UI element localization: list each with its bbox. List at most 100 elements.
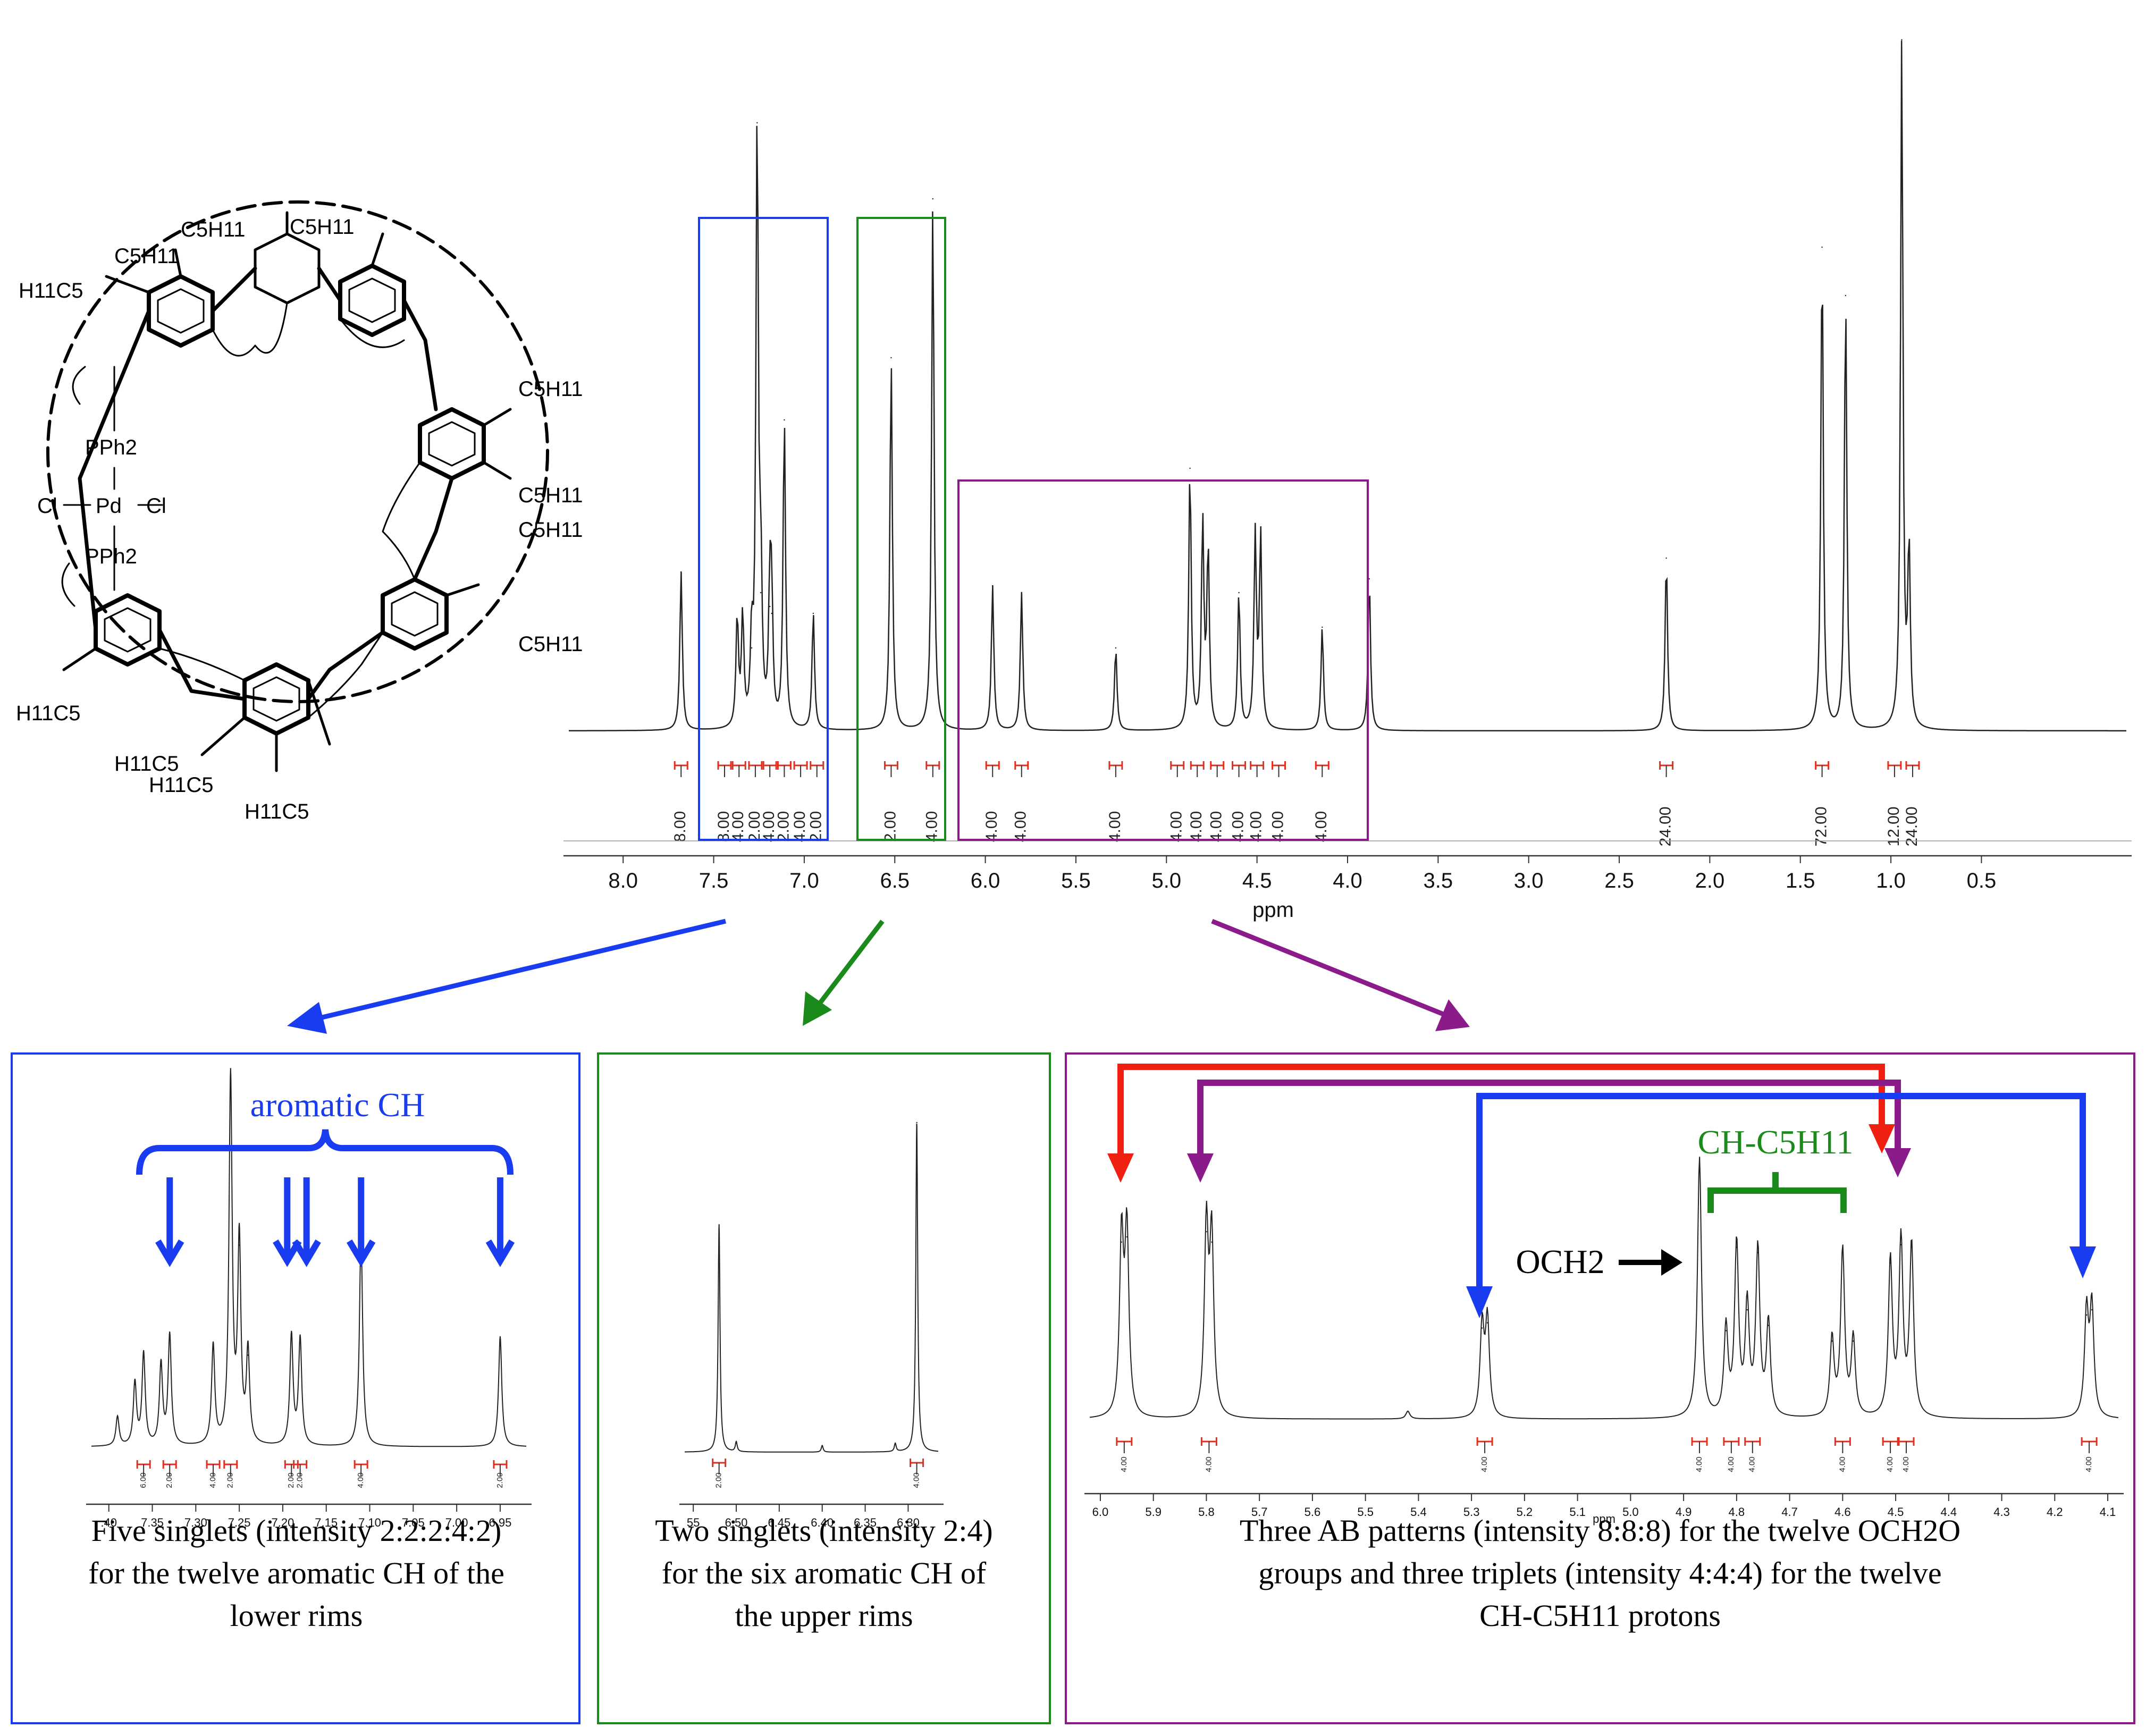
aromatic-ch-arrowhead [347, 1239, 376, 1267]
aromatic-ch-annotation: aromatic CH [136, 1086, 514, 1175]
caption-line: groups and three triplets (intensity 4:4… [1258, 1556, 1942, 1590]
blue-arrowhead [2069, 1246, 2096, 1278]
purple-arrowhead [1884, 1148, 1911, 1177]
ab-pattern-connectors [1107, 1064, 2096, 1318]
x-tick-label: 4.6 [1834, 1505, 1851, 1519]
caption-line: the upper rims [735, 1598, 913, 1633]
x-tick-label: 7.15 [315, 1516, 338, 1529]
purple-arrowhead [1187, 1153, 1214, 1183]
peak-apex [742, 619, 744, 621]
integral-label: 2.00 [881, 811, 899, 842]
aromatic-ch-arrows [155, 1177, 515, 1267]
caption-line: CH-C5H11 protons [1479, 1598, 1721, 1633]
methine-annotation: CH-C5H11 [1698, 1123, 1854, 1213]
peak-apex [1757, 1252, 1758, 1253]
pd-label: PPh2 [85, 436, 137, 459]
integral-label: 2.00 [775, 811, 792, 842]
ch-c5h11-label: CH-C5H11 [1698, 1123, 1854, 1161]
integral-label: 4.00 [1120, 1456, 1129, 1472]
green-panel [597, 1052, 1051, 1724]
peak-apex [299, 1339, 301, 1342]
peak-apex [2091, 1309, 2093, 1311]
peak-apex [1238, 592, 1240, 594]
peak-apex [1736, 1246, 1738, 1248]
caption-line: Two singlets (intensity 2:4) [655, 1513, 993, 1548]
x-tick-label: 5.3 [1463, 1505, 1480, 1519]
x-tick-label: .40 [100, 1516, 117, 1529]
integral-label: 4.00 [1886, 1456, 1895, 1472]
integral-label: 2.00 [226, 1472, 235, 1488]
x-tick-label: 4.5 [1242, 869, 1272, 892]
integral-label: 4.00 [1168, 811, 1185, 842]
integral-label: 2.00 [495, 1472, 504, 1488]
integral-label: 24.00 [1903, 806, 1921, 846]
structure-label: C5H11 [518, 377, 583, 401]
x-tick-label: 5.5 [1357, 1505, 1374, 1519]
peak-apex [1746, 1309, 1748, 1311]
peak-apex [771, 612, 772, 614]
peak-apex [1121, 1241, 1122, 1243]
peak-apex [1255, 536, 1256, 538]
aromatic-ch-arrowhead [485, 1239, 515, 1267]
integral-label: 4.00 [1269, 811, 1286, 842]
peak-apex [1021, 592, 1022, 594]
blue-panel [11, 1052, 580, 1724]
peak-apex [1202, 523, 1204, 525]
peak-apex [169, 1336, 171, 1338]
green-connector-arrow [809, 920, 885, 1017]
red-arrowhead [1869, 1124, 1895, 1153]
peak-apex [895, 1443, 896, 1445]
caption-line: Five singlets (intensity 2:2:2:4:2) [91, 1513, 502, 1548]
integral-label: 4.00 [1695, 1456, 1704, 1472]
caption-line: Three AB patterns (intensity 8:8:8) for … [1239, 1513, 1961, 1548]
purple-ab-connector [1197, 1080, 1901, 1159]
peak-apex [1853, 1340, 1854, 1342]
peak-apex [1407, 1411, 1409, 1412]
integral-label: 4.00 [1208, 811, 1225, 842]
peak-apex [736, 619, 738, 621]
peak-apex [1768, 1325, 1769, 1326]
peak-apex [1206, 1231, 1207, 1233]
peak-apex [932, 198, 934, 200]
caption-line: lower rims [230, 1598, 363, 1633]
och2-arrowhead [1661, 1249, 1682, 1276]
x-tick-label: 4.0 [1333, 869, 1362, 892]
spectrum-trace [1089, 1157, 2119, 1420]
och2-annotation: OCH2 [1516, 1243, 1682, 1280]
integral-label: 2.00 [714, 1472, 723, 1488]
x-tick-label: 6.50 [725, 1516, 748, 1529]
x-axis-label: ppm [1252, 898, 1294, 922]
integral-label: 24.00 [1657, 806, 1674, 846]
peak-apex [760, 592, 762, 594]
peak-apex [1211, 1241, 1213, 1243]
integral-label: 4.00 [1312, 811, 1330, 842]
peak-apex [992, 585, 994, 587]
blue-ab-connector [1476, 1093, 2086, 1286]
pd-label: Cl [146, 494, 166, 518]
x-tick-label: 6.95 [489, 1516, 512, 1529]
x-tick-label: 7.00 [445, 1516, 468, 1529]
x-tick-label: 6.30 [897, 1516, 920, 1529]
integral-label: 12.00 [1885, 806, 1903, 846]
integral-label: 6.00 [139, 1472, 148, 1488]
peak-apex [1911, 1246, 1913, 1248]
x-tick-label: 7.30 [184, 1516, 207, 1529]
connector-arrows [287, 918, 1470, 1034]
integral-label: 4.00 [1188, 811, 1205, 842]
peak-apex [1842, 1252, 1844, 1253]
x-tick-label: 4.8 [1729, 1505, 1745, 1519]
peak-apex [1665, 557, 1667, 559]
integral-label: 4.00 [1748, 1456, 1757, 1472]
peak-apex [1189, 467, 1191, 469]
integral-label: 8.00 [671, 811, 689, 842]
blue-arrowhead [287, 1002, 327, 1034]
peak-apex [1260, 536, 1261, 538]
structure-label: C5H11 [181, 218, 246, 241]
peak-apex [1901, 39, 1903, 41]
peak-apex [1322, 626, 1323, 628]
x-tick-label: 7.10 [358, 1516, 381, 1529]
